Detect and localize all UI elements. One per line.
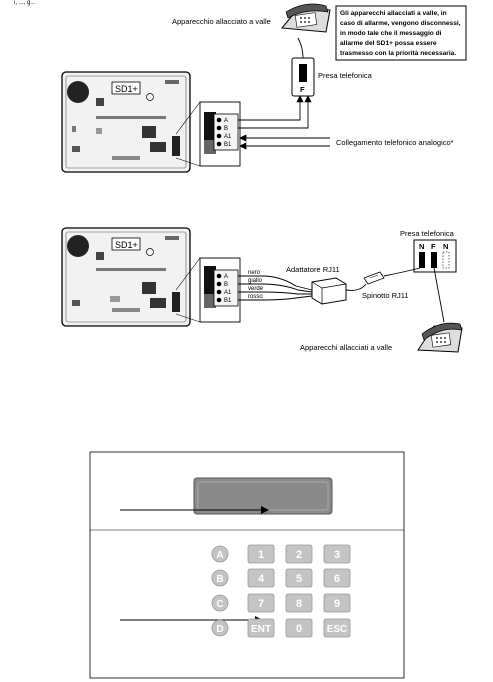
key-0-label: 0 [296, 623, 302, 635]
speaker-icon [67, 81, 89, 103]
terminal-b-1: B [224, 126, 228, 132]
key-4-label: 4 [258, 573, 265, 585]
key-1[interactable]: 1 [247, 544, 275, 564]
key-9-label: 9 [334, 598, 340, 610]
telephone-icon-2 [417, 322, 463, 353]
side-key-c[interactable]: C [211, 594, 229, 612]
key-5-label: 5 [296, 573, 302, 585]
top-fragment-text: i, ..., g... [14, 0, 36, 6]
speaker-icon [67, 235, 89, 257]
terminal-a1-1: A1 [224, 134, 232, 140]
terminal-b1-2: B1 [224, 298, 232, 304]
socket-label-2: Presa telefonica [400, 229, 455, 238]
sd1-board-1: SD1+ [61, 71, 191, 173]
terminal-a-1: A [224, 118, 228, 124]
socket2-letter-n1: N [419, 242, 424, 251]
socket2-letter-n2: N [443, 242, 448, 251]
socket-letter-f: F [300, 85, 305, 94]
key-esc-label: ESC [327, 624, 348, 635]
key-9[interactable]: 9 [323, 593, 351, 613]
note-line-3: in modo tale che il messaggio di [340, 30, 442, 37]
key-ent-label: ENT [251, 624, 271, 635]
key-7[interactable]: 7 [247, 593, 275, 613]
note-line-2: caso di allarme, vengono disconnessi, [340, 20, 461, 27]
diagram-1: SD1+ A B A1 B [61, 3, 467, 173]
board-label-2: SD1+ [115, 240, 138, 250]
sd1-board-2: SD1+ [61, 227, 191, 327]
key-2-label: 2 [296, 549, 302, 561]
key-5[interactable]: 5 [285, 568, 313, 588]
board-label-1: SD1+ [115, 84, 138, 94]
side-key-d-label: D [216, 624, 223, 635]
telephone-icon-1 [281, 3, 331, 33]
phone-label-1: Apparecchio allacciato a valle [172, 17, 271, 26]
key-esc[interactable]: ESC [323, 618, 351, 638]
phone-label-2: Apparecchi allacciati a valle [300, 343, 392, 352]
note-line-5: trasmesso con la priorità necessaria. [340, 50, 456, 57]
side-key-d[interactable]: D [211, 619, 229, 637]
key-4[interactable]: 4 [247, 568, 275, 588]
plug-label: Spinotto RJ11 [362, 291, 409, 300]
key-8[interactable]: 8 [285, 593, 313, 613]
side-key-a[interactable]: A [211, 545, 229, 563]
terminal-b1-1: B1 [224, 142, 232, 148]
diagram-2: SD1+ A B A1 B1 [61, 227, 463, 353]
note-line-1: Gli apparecchi allacciati a valle, in [340, 10, 447, 17]
rj11-adapter [311, 277, 347, 305]
socket-label-1: Presa telefonica [318, 71, 373, 80]
wire-label-giallo: giallo [248, 278, 263, 284]
note-box: Gli apparecchi allacciati a valle, in ca… [335, 5, 467, 61]
wire-label-verde: verde [248, 286, 264, 292]
key-1-label: 1 [258, 549, 264, 561]
key-ent[interactable]: ENT [247, 618, 275, 638]
wire-label-rosso: rosso [248, 294, 263, 300]
side-key-c-label: C [216, 599, 223, 610]
keypad-panel: A B C D 1 2 3 4 5 6 7 8 9 ENT 0 ESC [89, 451, 405, 679]
socket2-letter-f: F [431, 242, 436, 251]
key-6[interactable]: 6 [323, 568, 351, 588]
rj11-plug [363, 271, 385, 285]
terminal-block-1: A B A1 B1 [199, 101, 241, 167]
lcd-display [193, 477, 333, 515]
side-key-a-label: A [216, 550, 223, 561]
key-3-label: 3 [334, 549, 340, 561]
note-line-4: allarme del SD1+ possa essere [340, 40, 437, 47]
key-6-label: 6 [334, 573, 340, 585]
key-8-label: 8 [296, 598, 302, 610]
key-3[interactable]: 3 [323, 544, 351, 564]
terminal-a-2: A [224, 274, 228, 280]
side-key-b[interactable]: B [211, 569, 229, 587]
terminal-block-2: A B A1 B1 [199, 257, 241, 323]
key-0[interactable]: 0 [285, 618, 313, 638]
phone-socket-1: F [291, 57, 315, 97]
side-key-b-label: B [216, 574, 223, 585]
key-7-label: 7 [258, 598, 264, 610]
analog-line-label: Collegamento telefonico analogico* [336, 138, 454, 147]
terminal-a1-2: A1 [224, 290, 232, 296]
adapter-label: Adattatore RJ11 [286, 265, 340, 274]
wire-label-nero: nero [248, 270, 261, 276]
terminal-b-2: B [224, 282, 228, 288]
phone-socket-2: N F N [413, 239, 457, 273]
key-2[interactable]: 2 [285, 544, 313, 564]
